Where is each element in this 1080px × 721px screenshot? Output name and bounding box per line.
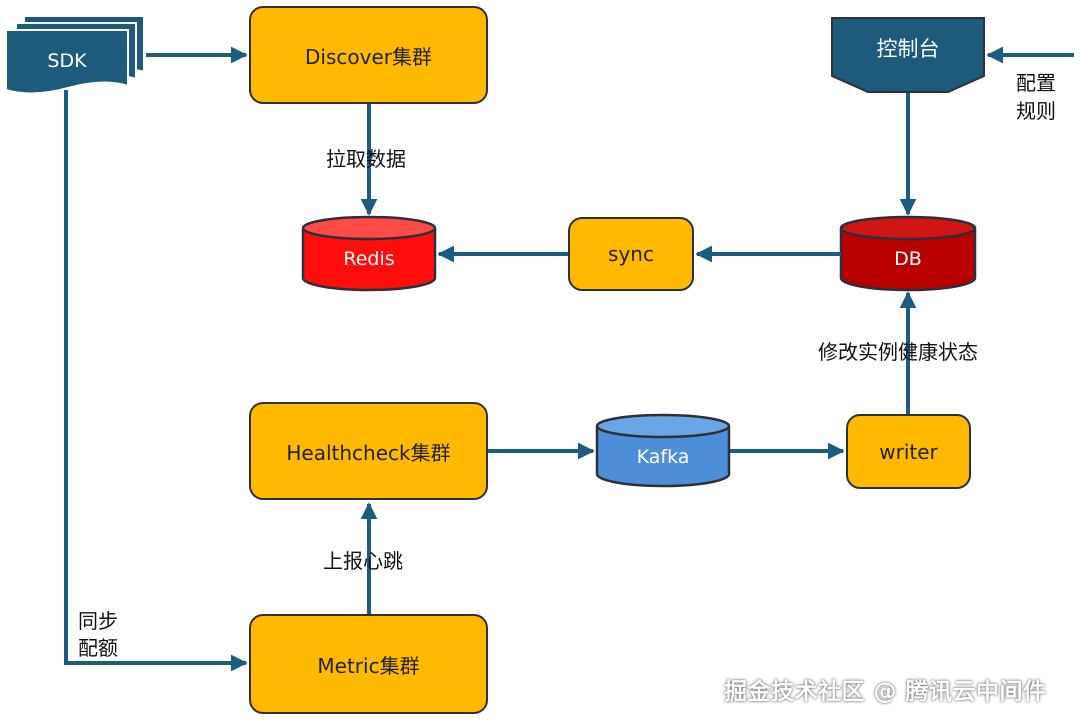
report-heartbeat-label: 上报心跳 bbox=[323, 549, 403, 573]
sync-node: sync bbox=[568, 217, 694, 291]
watermark: 掘金技术社区 @ 腾讯云中间件 bbox=[724, 679, 1047, 705]
redis-cylinder bbox=[301, 215, 437, 292]
discover-cluster-node: Discover集群 bbox=[249, 6, 488, 104]
config-rules-label-line1: 配置 bbox=[1016, 71, 1056, 95]
sync-quota-label-line1: 同步 bbox=[78, 609, 118, 633]
sync-quota-label-line2: 配额 bbox=[78, 636, 118, 660]
sdk-doc-stack bbox=[5, 15, 145, 95]
modify-health-label: 修改实例健康状态 bbox=[818, 340, 978, 364]
console-label: 控制台 bbox=[876, 37, 940, 61]
kafka-label: Kafka bbox=[636, 446, 690, 468]
edge-sdk-metric bbox=[64, 90, 248, 672]
writer-node: writer bbox=[846, 414, 971, 489]
config-rules-label-line2: 规则 bbox=[1016, 99, 1056, 123]
metric-cluster-node: Metric集群 bbox=[249, 614, 488, 714]
db-label: DB bbox=[894, 248, 922, 270]
redis-label: Redis bbox=[343, 248, 395, 270]
console-shape bbox=[831, 17, 985, 93]
sdk-label: SDK bbox=[47, 50, 87, 72]
kafka-cylinder bbox=[595, 413, 731, 488]
healthcheck-cluster-node: Healthcheck集群 bbox=[249, 402, 488, 500]
pull-data-label: 拉取数据 bbox=[326, 147, 406, 171]
db-cylinder bbox=[839, 215, 977, 292]
